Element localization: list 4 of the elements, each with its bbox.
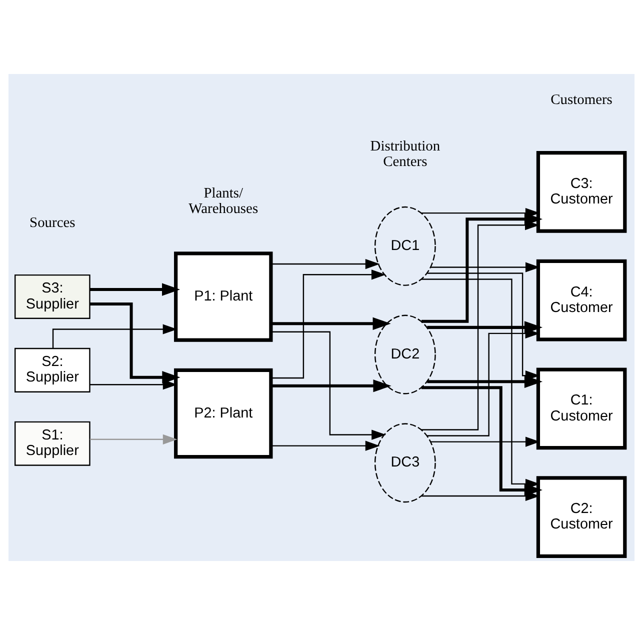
label: Sources: [30, 215, 76, 232]
label: Plants/ Warehouses: [188, 186, 258, 218]
label: Customers: [550, 92, 612, 108]
label: Distribution Centers: [370, 138, 440, 170]
